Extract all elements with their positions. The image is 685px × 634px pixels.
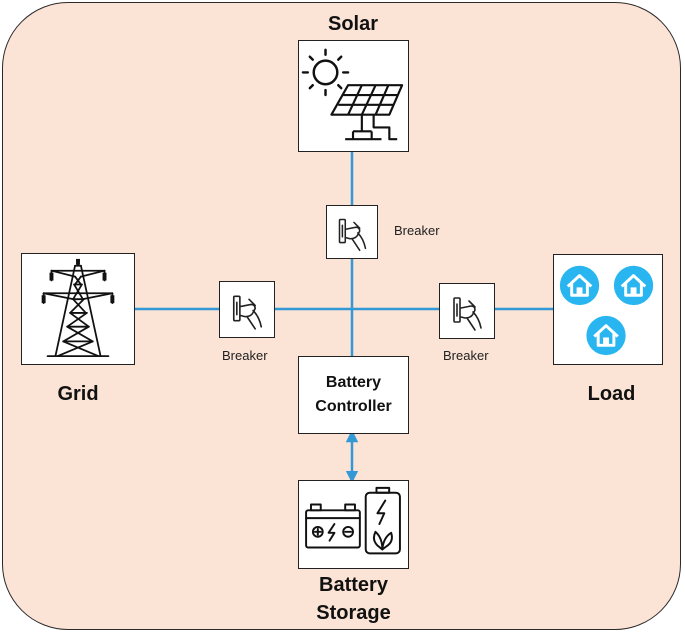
breaker-switch-icon <box>338 218 367 252</box>
grid-label: Grid <box>57 383 99 405</box>
grid-box <box>21 253 135 365</box>
solar-panel-icon <box>301 48 404 141</box>
breaker-left <box>219 281 275 338</box>
storage-label-line2: Storage <box>316 602 391 624</box>
breaker-top-label: Breaker <box>394 223 440 238</box>
load-box <box>553 254 663 365</box>
home-icon <box>613 265 654 306</box>
transmission-tower-icon <box>41 258 115 358</box>
load-label: Load <box>587 383 636 405</box>
battery-storage-box <box>298 480 409 569</box>
solar-box <box>298 40 409 152</box>
home-icon <box>559 265 600 306</box>
solar-label: Solar <box>327 13 379 35</box>
controller-label-line2: Controller <box>315 398 392 415</box>
battery-controller-box: Battery Controller <box>298 356 409 434</box>
load-icons <box>559 265 654 356</box>
breaker-switch-icon <box>232 295 263 330</box>
breaker-top <box>326 205 378 259</box>
breaker-left-label: Breaker <box>222 348 268 363</box>
battery-storage-icon <box>305 486 401 555</box>
breaker-switch-icon <box>453 297 482 331</box>
breaker-right-label: Breaker <box>443 348 489 363</box>
controller-label-line1: Battery <box>325 374 382 391</box>
breaker-right <box>439 283 495 339</box>
home-icon <box>586 315 626 356</box>
storage-label-line1: Battery <box>319 574 388 596</box>
